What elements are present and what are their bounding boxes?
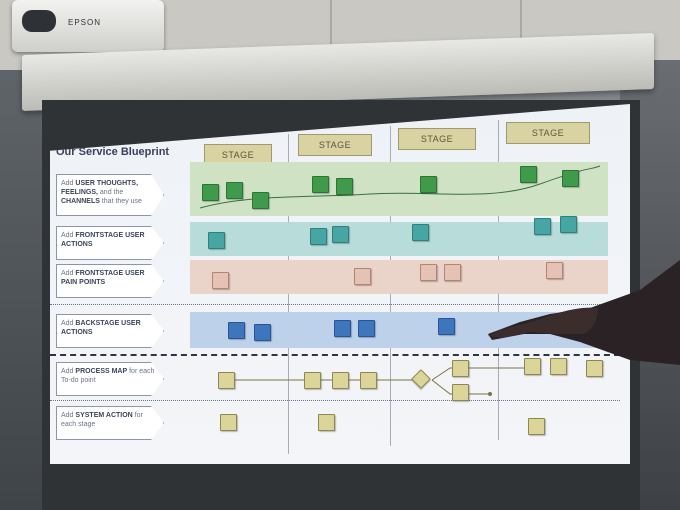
sticky-note bbox=[438, 318, 455, 335]
sticky-note bbox=[332, 226, 349, 243]
sticky-note bbox=[228, 322, 245, 339]
sticky-note bbox=[312, 176, 329, 193]
process-step bbox=[304, 372, 321, 389]
process-step bbox=[452, 384, 469, 401]
sticky-note bbox=[202, 184, 219, 201]
row-label-process-map: Add PROCESS MAP for each To-do point bbox=[56, 362, 164, 396]
sticky-note bbox=[420, 176, 437, 193]
line-of-visibility bbox=[50, 354, 620, 356]
row-label-system-action: Add SYSTEM ACTION for each stage bbox=[56, 406, 164, 440]
sticky-note bbox=[336, 178, 353, 195]
sticky-note bbox=[534, 218, 551, 235]
process-step bbox=[524, 358, 541, 375]
sticky-note bbox=[560, 216, 577, 233]
process-step bbox=[332, 372, 349, 389]
sticky-note bbox=[520, 166, 537, 183]
row-label-pain-points: Add FRONTSTAGE USER PAIN POINTS bbox=[56, 264, 164, 298]
lane-frontstage-pain-points bbox=[190, 260, 608, 294]
sticky-note bbox=[310, 228, 327, 245]
line-of-internal-interaction bbox=[50, 400, 620, 401]
projector: EPSON bbox=[12, 0, 164, 52]
process-step bbox=[360, 372, 377, 389]
projected-slide: Our Service Blueprint STAGE STAGE STAGE … bbox=[50, 104, 630, 464]
sticky-note bbox=[358, 320, 375, 337]
sticky-note bbox=[412, 224, 429, 241]
sticky-note bbox=[546, 262, 563, 279]
sticky-note bbox=[334, 320, 351, 337]
slide-title: Our Service Blueprint bbox=[56, 146, 170, 158]
process-step bbox=[452, 360, 469, 377]
stage-divider bbox=[288, 134, 289, 454]
process-step bbox=[218, 372, 235, 389]
process-step bbox=[550, 358, 567, 375]
projector-brand: EPSON bbox=[68, 18, 102, 27]
row-label-frontstage-actions: Add FRONTSTAGE USER ACTIONS bbox=[56, 226, 164, 260]
left-wall bbox=[0, 70, 50, 510]
line-of-interaction bbox=[50, 304, 620, 305]
sticky-note bbox=[562, 170, 579, 187]
system-action-note bbox=[220, 414, 237, 431]
stage-header-3: STAGE bbox=[398, 128, 476, 150]
emotion-curve bbox=[199, 165, 601, 209]
sticky-note bbox=[444, 264, 461, 281]
stage-header-2: STAGE bbox=[298, 134, 372, 156]
row-label-backstage-actions: Add BACKSTAGE USER ACTIONS bbox=[56, 314, 164, 348]
sticky-note bbox=[212, 272, 229, 289]
sticky-note bbox=[252, 192, 269, 209]
process-step bbox=[586, 360, 603, 377]
system-action-note bbox=[318, 414, 335, 431]
projector-lens bbox=[22, 10, 56, 32]
sticky-note bbox=[208, 232, 225, 249]
sticky-note bbox=[354, 268, 371, 285]
row-label-user-thoughts: Add USER THOUGHTS, FEELINGS, and the CHA… bbox=[56, 174, 164, 216]
sticky-note bbox=[226, 182, 243, 199]
stage-header-4: STAGE bbox=[506, 122, 590, 144]
sticky-note bbox=[420, 264, 437, 281]
sticky-note bbox=[254, 324, 271, 341]
presenter-hand bbox=[488, 260, 680, 365]
system-action-note bbox=[528, 418, 545, 435]
